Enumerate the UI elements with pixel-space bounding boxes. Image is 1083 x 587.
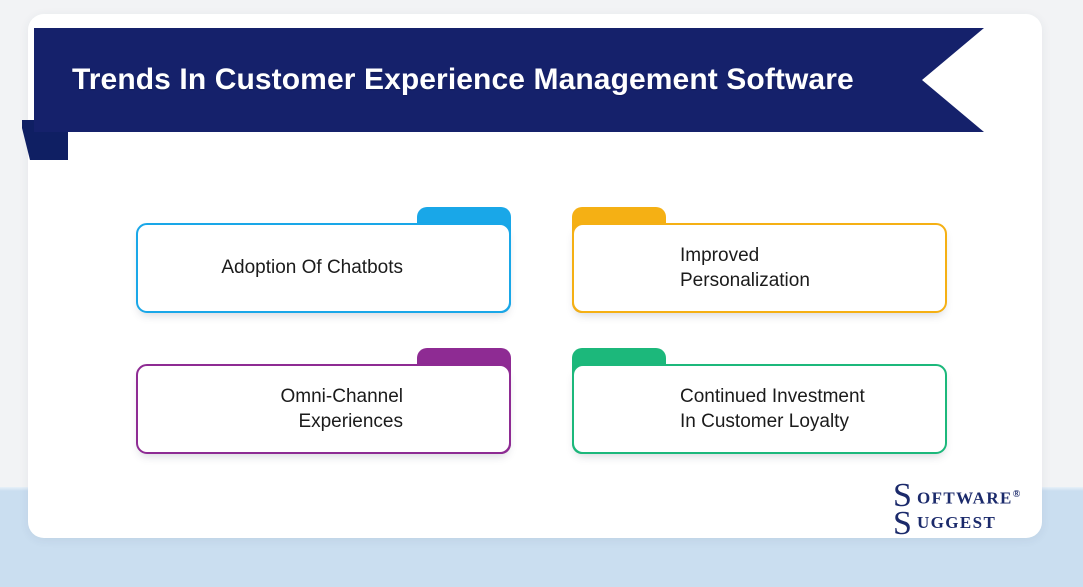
trend-card-02-label-line1: Improved bbox=[680, 244, 760, 266]
logo-line2-rest: UGGEST bbox=[917, 513, 997, 532]
trend-card-03-label-line1: Omni-Channel bbox=[280, 385, 404, 407]
trend-card-02[interactable]: 02 Improved Personalization bbox=[572, 207, 947, 329]
trend-card-03-label-line2: Experiences bbox=[298, 411, 403, 432]
page-title: Trends In Customer Experience Management… bbox=[72, 63, 854, 96]
trend-card-03-panel: Omni-Channel Experiences bbox=[136, 364, 511, 454]
trend-card-02-panel: Improved Personalization bbox=[572, 223, 947, 313]
trend-card-04-label-line2: In Customer Loyalty bbox=[680, 411, 849, 432]
trend-card-04[interactable]: 04 Continued Investment In Customer Loya… bbox=[572, 348, 947, 470]
logo-line2-initial: S bbox=[893, 505, 912, 542]
registered-trademark-icon: ® bbox=[1012, 489, 1022, 500]
trend-card-01-label: Adoption Of Chatbots bbox=[221, 257, 403, 279]
trend-card-02-label: Improved Personalization bbox=[680, 243, 810, 294]
trend-card-01-panel: Adoption Of Chatbots bbox=[136, 223, 511, 313]
logo-line-1: S OFTWARE® bbox=[893, 479, 1023, 513]
logo-line1-rest: OFTWARE® bbox=[917, 486, 1022, 507]
logo-line1-text: OFTWARE bbox=[917, 488, 1013, 508]
trend-card-01[interactable]: 01 Adoption Of Chatbots bbox=[136, 207, 511, 329]
logo-line-2: S UGGEST bbox=[893, 507, 1023, 541]
logo-line1-initial: S bbox=[893, 477, 912, 514]
trend-card-03[interactable]: 03 Omni-Channel Experiences bbox=[136, 348, 511, 470]
trend-card-04-label-line1: Continued Investment bbox=[680, 385, 865, 407]
trend-card-04-label: Continued Investment In Customer Loyalty bbox=[680, 384, 865, 435]
trend-card-02-label-line2: Personalization bbox=[680, 270, 810, 291]
softwaresuggest-logo: S OFTWARE® S UGGEST bbox=[893, 479, 1023, 541]
header-ribbon: Trends In Customer Experience Management… bbox=[22, 28, 984, 160]
trend-card-03-label: Omni-Channel Experiences bbox=[281, 384, 404, 435]
trend-card-04-panel: Continued Investment In Customer Loyalty bbox=[572, 364, 947, 454]
ribbon-body bbox=[34, 28, 914, 132]
